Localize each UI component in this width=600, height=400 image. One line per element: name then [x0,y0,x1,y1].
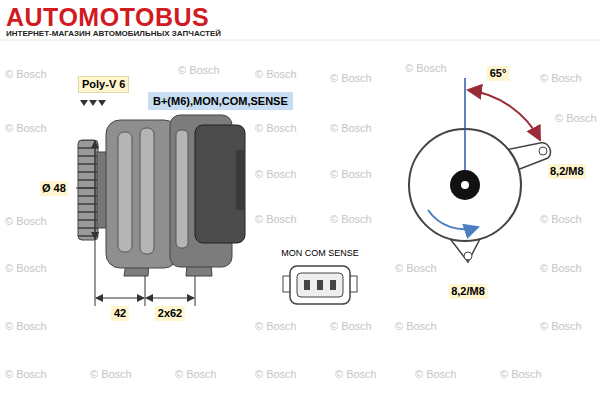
watermark: © Bosch [255,68,297,81]
watermark: © Bosch [330,122,372,135]
watermark: © Bosch [335,368,377,381]
watermark: © Bosch [255,168,297,181]
connector-spec-text: B+(M6),MON,COM,SENSE [153,95,288,107]
watermark: © Bosch [540,262,582,275]
watermark: © Bosch [330,213,372,226]
angle-label: 65° [487,66,510,81]
watermark: © Bosch [405,62,447,75]
watermark: © Bosch [395,320,437,333]
watermark: © Bosch [255,122,297,135]
hole-label: 8,2/M8 [449,284,487,299]
watermark: © Bosch [5,368,47,381]
watermark: © Bosch [255,320,297,333]
watermark: © Bosch [5,320,47,333]
watermark: © Bosch [178,64,220,77]
site-subtitle: ИНТЕРНЕТ-МАГАЗИН АВТОМОБИЛЬНЫХ ЗАПЧАСТЕЙ [6,29,221,38]
watermark: © Bosch [395,262,437,275]
watermark: © Bosch [5,215,47,228]
watermark: © Bosch [540,320,582,333]
dimension-label: 42 [111,306,129,321]
watermark: © Bosch [415,368,457,381]
watermark: © Bosch [555,112,597,125]
hole-label: 8,2/M8 [548,164,586,179]
connector-spec-box: B+(M6),MON,COM,SENSE [148,92,293,110]
watermark: © Bosch [5,68,47,81]
watermark: © Bosch [540,213,582,226]
watermark: © Bosch [540,72,582,85]
watermark: © Bosch [5,262,47,275]
dimension-label: Ø 48 [40,181,68,196]
site-logo: AUTOMOTOBUS [6,3,209,32]
watermark: © Bosch [500,368,542,381]
watermark: © Bosch [255,213,297,226]
watermark: © Bosch [90,368,132,381]
watermark: © Bosch [330,320,372,333]
watermark: © Bosch [330,168,372,181]
watermark: © Bosch [255,368,297,381]
spec-label: Poly-V 6 [78,76,129,93]
plug-connector [283,266,357,304]
watermark: © Bosch [330,72,372,85]
pin-names: MON COM SENSE [281,248,359,258]
watermark: © Bosch [175,368,217,381]
dimension-label: 2x62 [155,306,185,321]
alternator-rear-view [409,78,550,262]
watermark: © Bosch [5,122,47,135]
